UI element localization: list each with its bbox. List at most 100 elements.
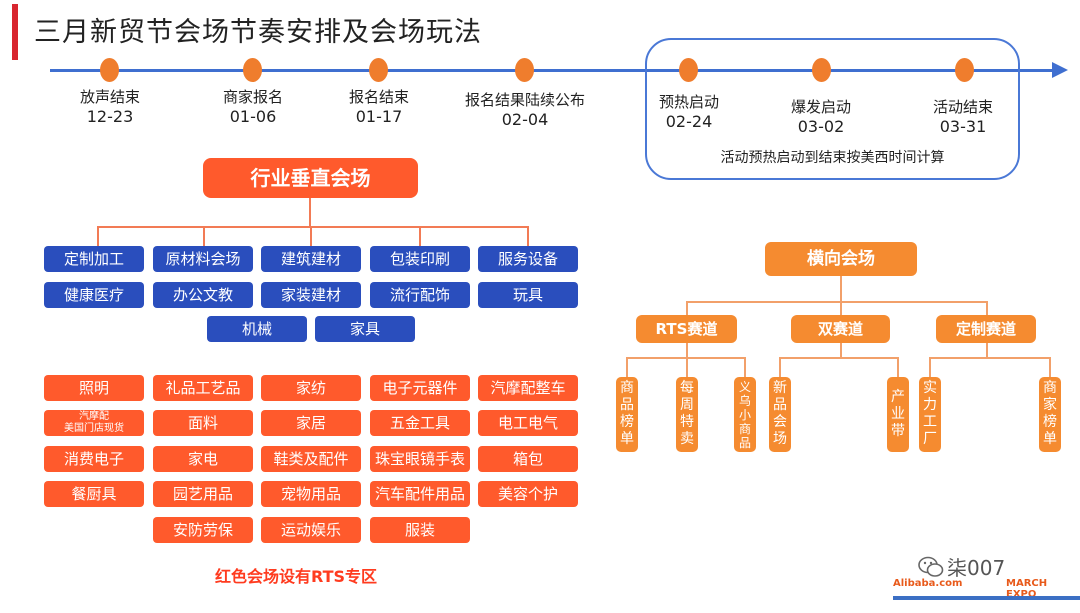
connector-line (840, 276, 842, 302)
venue-box: 美容个护 (478, 481, 578, 507)
rts-zone-note: 红色会场设有RTS专区 (215, 567, 378, 586)
venue-box: 家电 (153, 446, 253, 472)
venue-box: 健康医疗 (44, 282, 144, 308)
watermark-text: 柒007 (947, 556, 1006, 580)
timeline-arrow-icon (1052, 62, 1068, 78)
logo-underline (893, 596, 1080, 600)
milestone-date: 02-04 (501, 110, 549, 129)
connector-line (986, 301, 988, 315)
venue-box: 礼品工艺品 (153, 375, 253, 401)
track-item: 商品榜单 (616, 377, 638, 452)
wechat-icon (918, 556, 944, 578)
venue-box: 安防劳保 (153, 517, 253, 543)
timeline-dot (100, 58, 119, 82)
venue-box: 流行配饰 (370, 282, 470, 308)
connector-line (986, 343, 988, 357)
milestone: 报名结果陆续公布 02-04 (455, 91, 595, 129)
connector-line (897, 357, 899, 377)
milestone-date: 01-17 (355, 107, 403, 126)
venue-box: 机械 (207, 316, 307, 342)
venue-box: 玩具 (478, 282, 578, 308)
connector-line (527, 226, 529, 246)
milestone-label: 报名结束 (348, 88, 409, 106)
connector-line (1049, 357, 1051, 377)
milestone: 爆发启动 03-02 (776, 98, 866, 136)
milestone-date: 12-23 (86, 107, 134, 126)
track-item: 义乌小商品 (734, 377, 756, 452)
connector-line (744, 357, 746, 377)
connector-line (840, 301, 842, 315)
venue-box: 家纺 (261, 375, 361, 401)
connector-line (686, 357, 688, 377)
milestone-label: 放声结束 (79, 88, 140, 106)
horizontal-venue-header: 横向会场 (765, 242, 917, 276)
connector-line (310, 226, 312, 246)
connector-line (203, 226, 205, 246)
march-expo-logo: MARCH EXPO (1006, 578, 1048, 600)
milestone: 放声结束 12-23 (60, 88, 160, 126)
milestone: 活动结束 03-31 (918, 98, 1008, 136)
timeline-dot (679, 58, 698, 82)
timeline-note: 活动预热启动到结束按美西时间计算 (720, 150, 945, 166)
milestone-date: 02-24 (665, 112, 713, 131)
page-title: 三月新贸节会场节奏安排及会场玩法 (34, 17, 482, 48)
title-accent-bar (12, 4, 18, 60)
alibaba-logo: Alibaba.com (893, 578, 963, 589)
venue-box: 消费电子 (44, 446, 144, 472)
milestone-date: 03-02 (797, 117, 845, 136)
milestone-label: 活动结束 (932, 98, 993, 116)
track-item: 每周特卖 (676, 377, 698, 452)
venue-box: 汽车配件用品 (370, 481, 470, 507)
milestone-label: 预热启动 (658, 93, 719, 111)
connector-line (929, 357, 1051, 359)
venue-box: 餐厨具 (44, 481, 144, 507)
connector-line (309, 198, 311, 226)
venue-box: 包装印刷 (370, 246, 470, 272)
timeline-dot (955, 58, 974, 82)
connector-line (97, 226, 99, 246)
activity-period-box (645, 38, 1020, 180)
track-header: 定制赛道 (936, 315, 1036, 343)
milestone: 商家报名 01-06 (203, 88, 303, 126)
venue-box: 家居 (261, 410, 361, 436)
venue-box: 照明 (44, 375, 144, 401)
connector-line (626, 357, 628, 377)
venue-box: 箱包 (478, 446, 578, 472)
venue-box: 园艺用品 (153, 481, 253, 507)
milestone-date: 01-06 (229, 107, 277, 126)
venue-box: 定制加工 (44, 246, 144, 272)
venue-box: 面料 (153, 410, 253, 436)
connector-line (419, 226, 421, 246)
connector-line (929, 357, 931, 377)
milestone: 报名结束 01-17 (329, 88, 429, 126)
milestone-label: 爆发启动 (790, 98, 851, 116)
milestone-label: 报名结果陆续公布 (464, 91, 585, 109)
connector-line (686, 343, 688, 357)
milestone-label: 商家报名 (222, 88, 283, 106)
vertical-venue-header: 行业垂直会场 (203, 158, 418, 198)
track-item: 商家榜单 (1039, 377, 1061, 452)
timeline-dot (515, 58, 534, 82)
venue-box: 家装建材 (261, 282, 361, 308)
milestone-date: 03-31 (939, 117, 987, 136)
milestone: 预热启动 02-24 (644, 93, 734, 131)
connector-line (686, 301, 688, 315)
timeline-dot (812, 58, 831, 82)
venue-box: 鞋类及配件 (261, 446, 361, 472)
track-item: 产业带 (887, 377, 909, 452)
venue-box: 汽摩配整车 (478, 375, 578, 401)
venue-box: 家具 (315, 316, 415, 342)
venue-box: 服务设备 (478, 246, 578, 272)
venue-box: 办公文教 (153, 282, 253, 308)
venue-box: 电工电气 (478, 410, 578, 436)
timeline-dot (369, 58, 388, 82)
connector-line (97, 226, 528, 228)
venue-box: 原材料会场 (153, 246, 253, 272)
venue-box: 运动娱乐 (261, 517, 361, 543)
connector-line (840, 343, 842, 357)
connector-line (779, 357, 899, 359)
venue-box: 宠物用品 (261, 481, 361, 507)
venue-box: 建筑建材 (261, 246, 361, 272)
track-item: 实力工厂 (919, 377, 941, 452)
track-header: 双赛道 (791, 315, 890, 343)
